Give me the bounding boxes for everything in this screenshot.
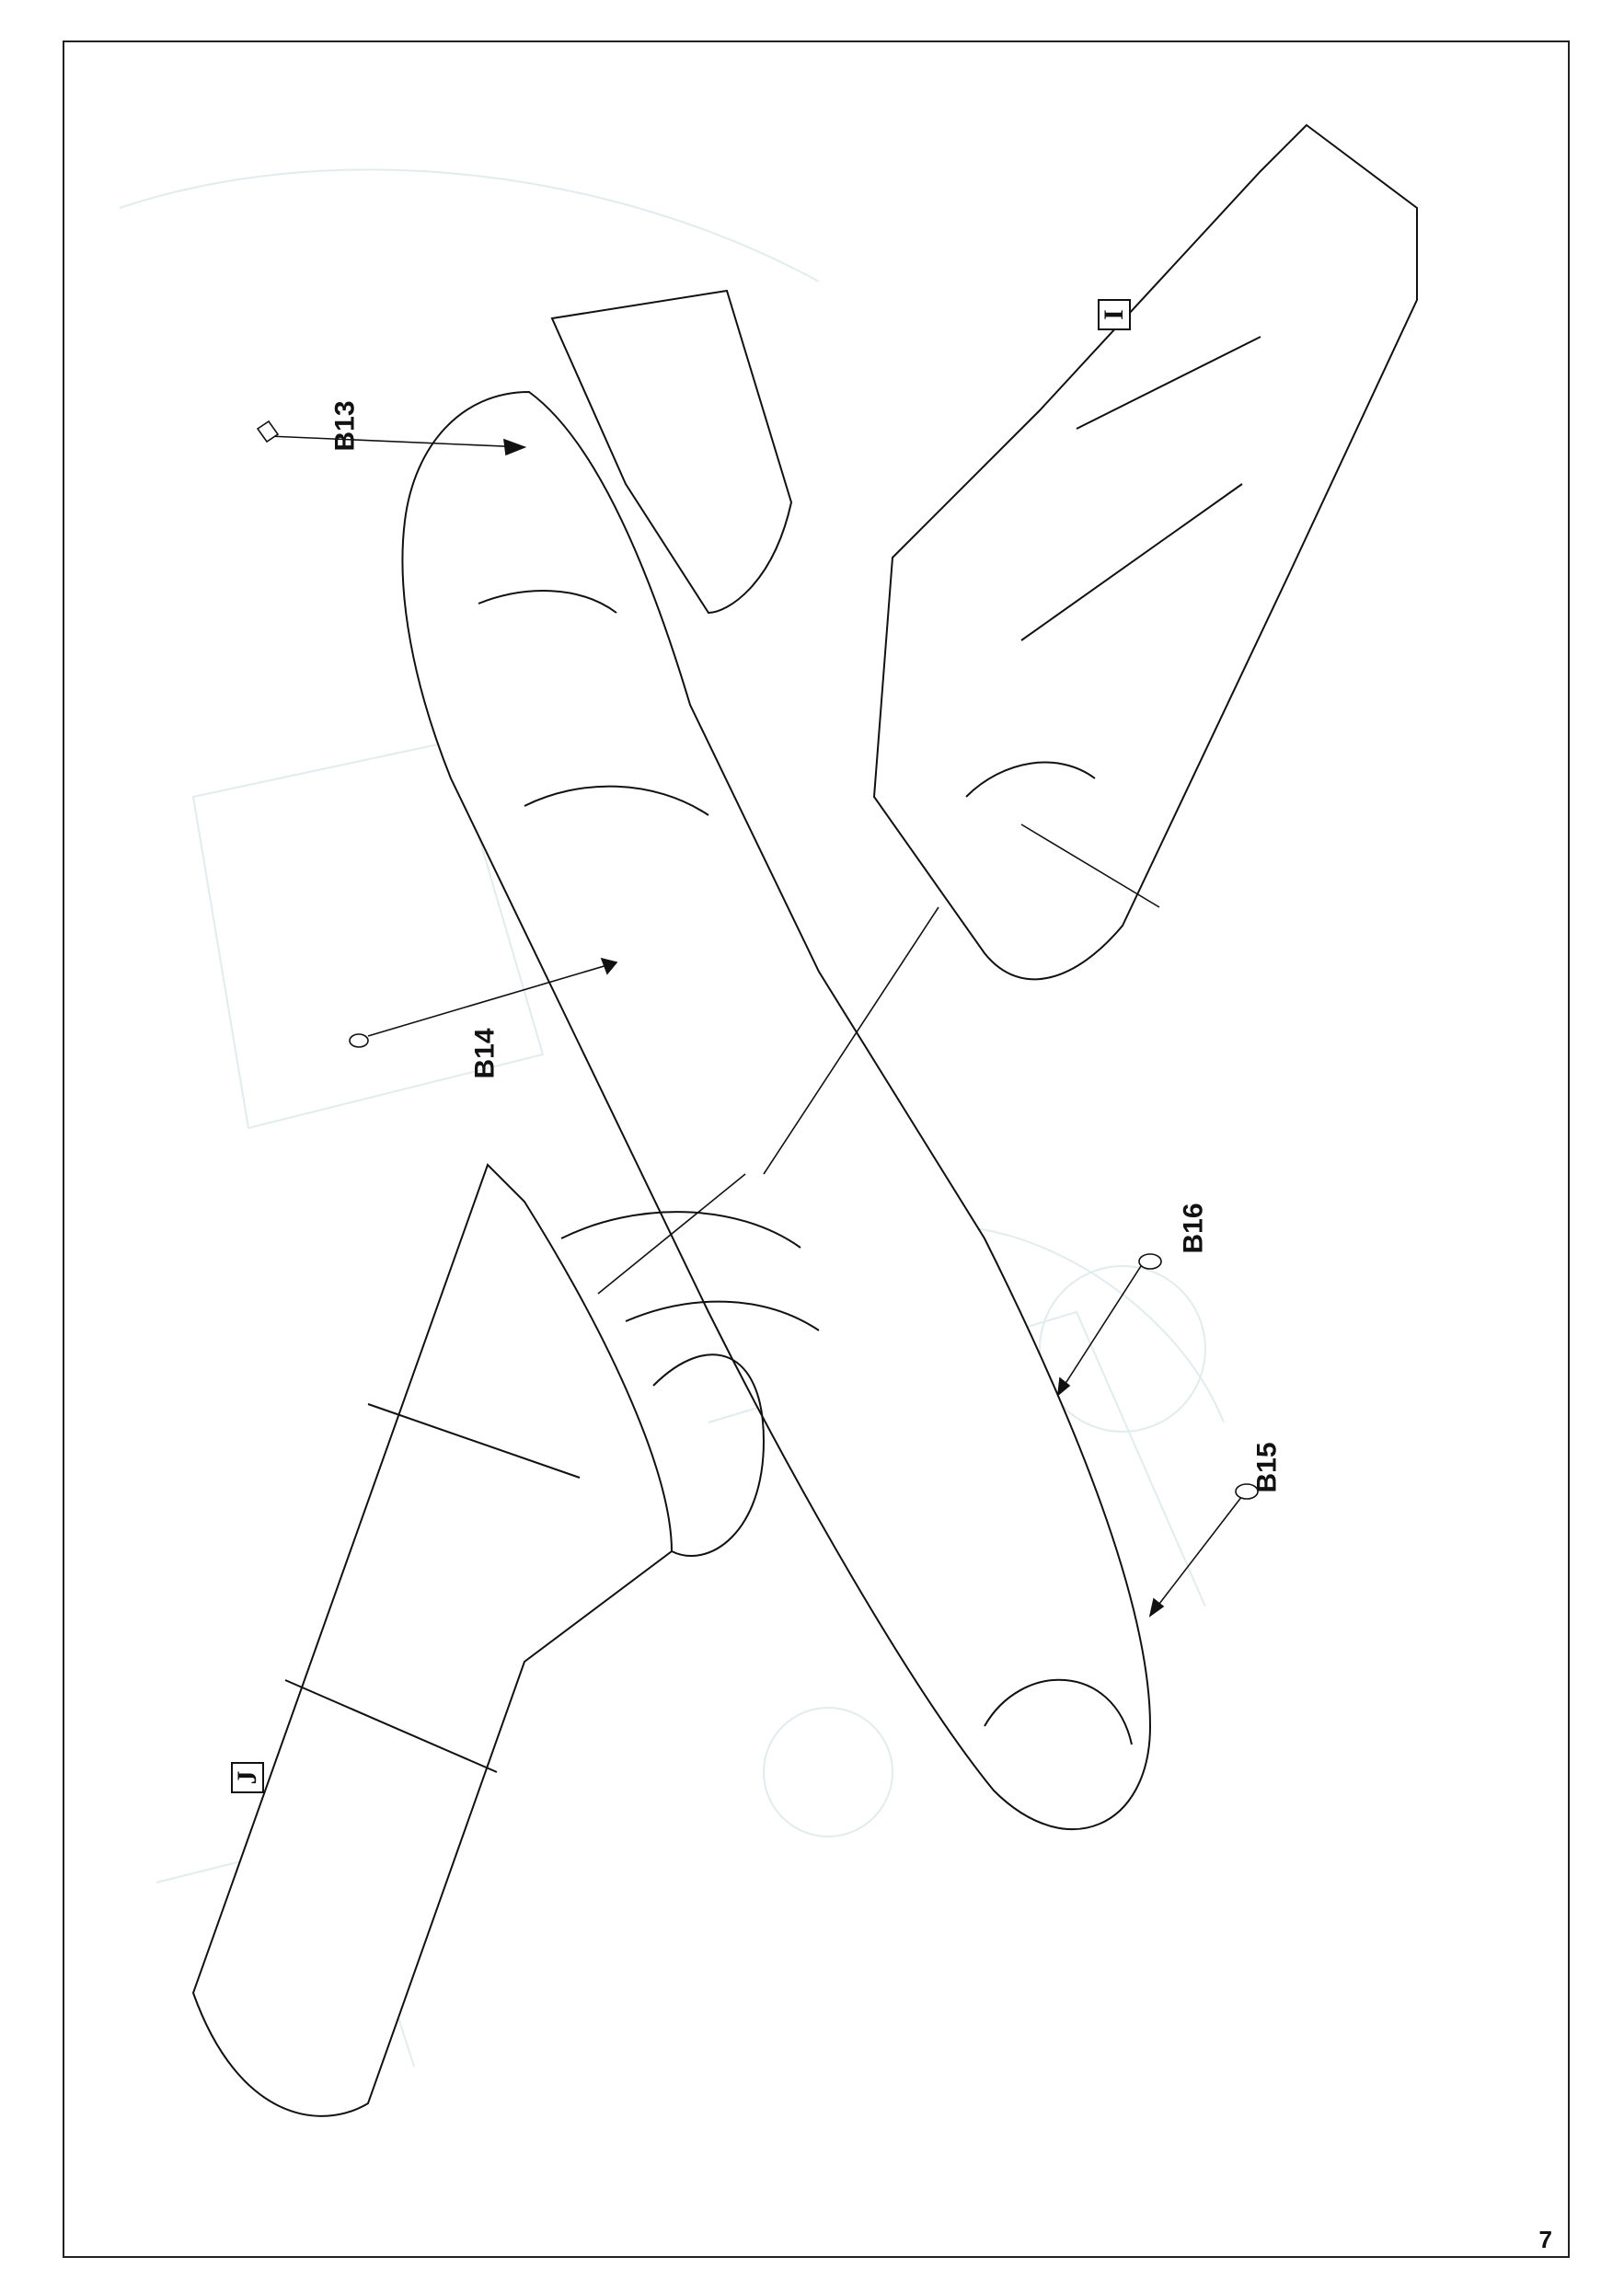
callout-b14: B14	[469, 1028, 501, 1079]
fuselage-outline	[401, 390, 1152, 1830]
wing-right-I	[872, 123, 1418, 981]
leader-lines	[268, 435, 1243, 1618]
page-frame	[63, 40, 1570, 2258]
callout-b13: B13	[329, 400, 361, 452]
callout-b16: B16	[1178, 1203, 1209, 1254]
callout-b15: B15	[1251, 1442, 1283, 1493]
small-parts	[256, 420, 1259, 1500]
wing-left-J	[191, 1163, 766, 2117]
section-label-i: I	[1098, 299, 1131, 330]
tail-fin	[550, 289, 793, 615]
aircraft-assembly-drawing	[119, 123, 1418, 2117]
page-number: 7	[1538, 2226, 1552, 2253]
section-label-j: J	[231, 1762, 264, 1793]
